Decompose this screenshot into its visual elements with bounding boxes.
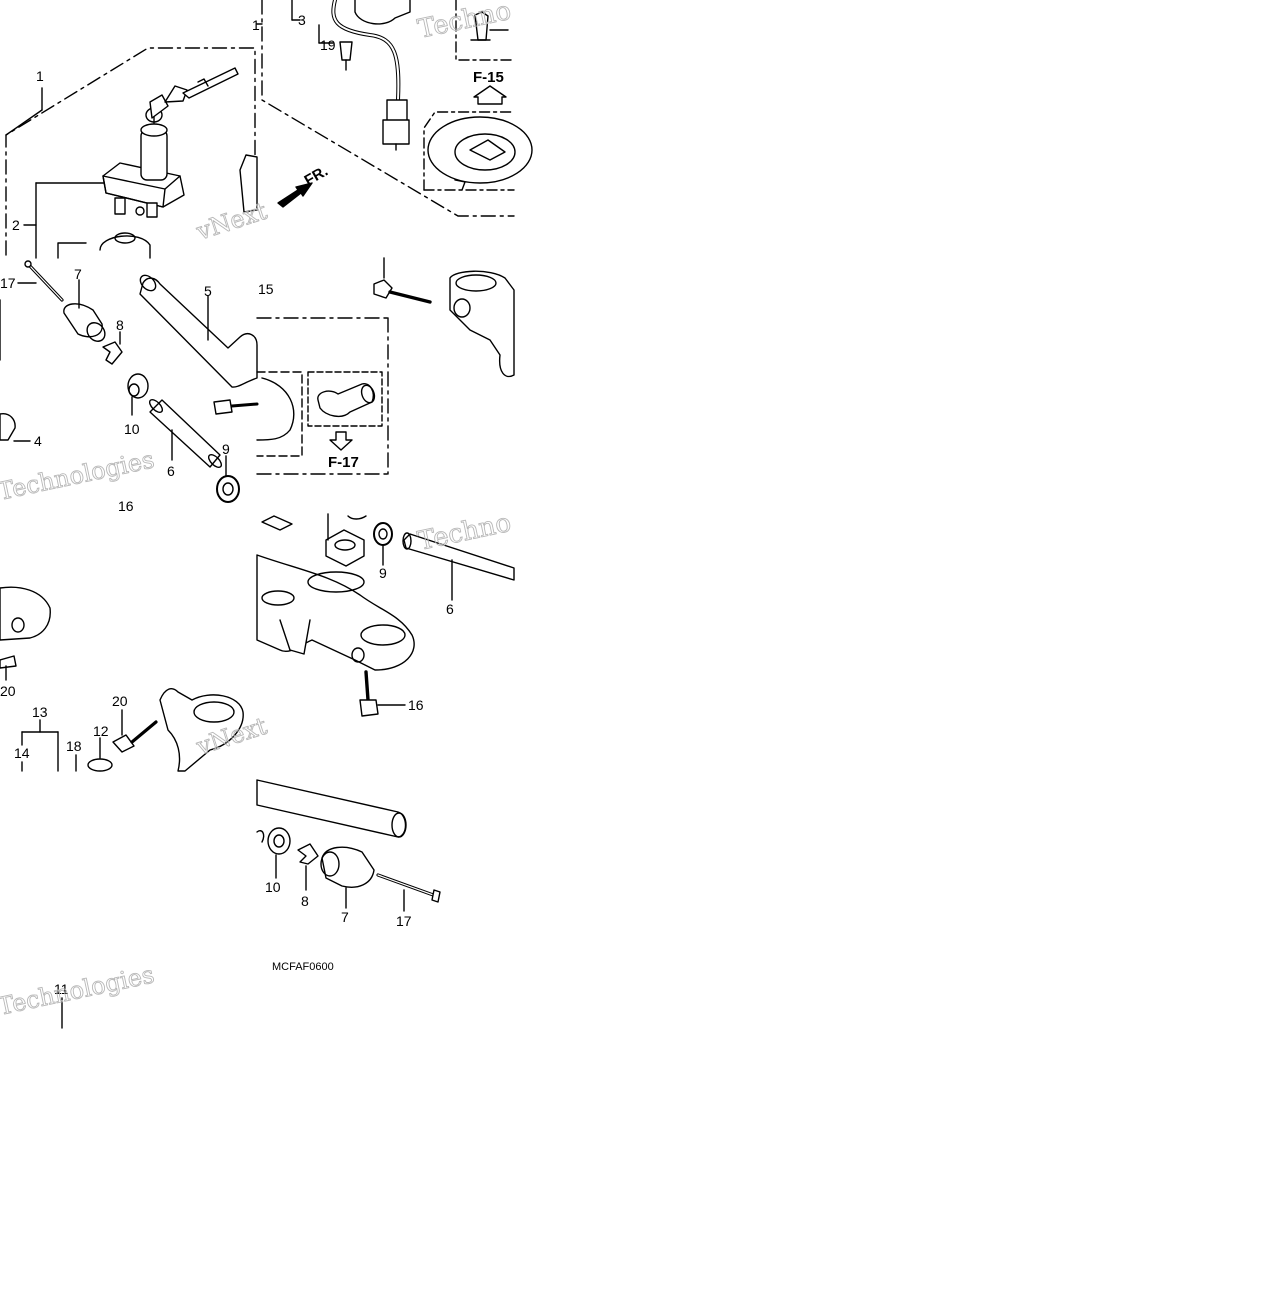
callout-4: 4 [34,433,42,449]
callout-20-right: 20 [112,693,128,709]
callout-9-upper: 9 [222,441,230,457]
callout-7-upper: 7 [74,266,82,282]
callout-3: 3 [298,12,306,28]
reference-f-17: F-17 [328,454,359,471]
tile-handlebar-clamp: 20 13 14 18 20 12 [0,586,244,772]
callout-19: 19 [320,37,336,53]
callout-5: 5 [204,283,212,299]
watermark-vnext-a: vNext [192,197,270,246]
watermark-techno-b: Techno [415,508,514,557]
tile-top-bridge-f17: 15 F-17 [256,257,515,475]
callout-6-upper: 6 [167,463,175,479]
callout-10-lower: 10 [265,879,281,895]
callout-18: 18 [66,738,82,754]
callout-9-lower: 9 [379,565,387,581]
callout-17-lower: 17 [396,913,412,929]
callout-8-lower: 8 [301,893,309,909]
callout-16-upper: 16 [118,498,134,514]
callout-20-left: 20 [0,683,16,699]
tile-lower-left: 11 [54,981,69,1029]
callout-11: 11 [54,981,69,997]
callout-15: 15 [258,281,274,297]
drawing-code: MCFAF0600 [272,961,334,973]
callout-6-lower: 6 [446,601,454,617]
callout-12: 12 [93,723,109,739]
tile-handlebar-weight-right: 10 8 7 17 MCFAF0600 [256,779,441,973]
callout-16-lower: 16 [408,697,424,713]
callout-2: 2 [12,217,20,233]
callout-17-upper: 17 [0,275,16,291]
reference-f-15: F-15 [473,69,504,86]
tile-handlebar-weight: 17 7 8 10 6 9 5 4 16 [0,260,259,514]
callout-7-lower: 7 [341,909,349,925]
watermark-technologies-a: Technologies [0,445,157,505]
callout-13: 13 [32,704,48,720]
callout-1: 1 [36,68,44,84]
watermark-techno-top: Techno [415,0,514,45]
callout-8-upper: 8 [116,317,124,333]
callout-1-ref: 1 [252,17,260,33]
watermark-technologies-b: Technologies [0,960,157,1020]
tile-ignition-switch: 1 2 [5,47,258,259]
callout-10-upper: 10 [124,421,140,437]
callout-14: 14 [14,745,30,761]
tile-seat-lock: FR. 3 19 1 F-15 [252,0,533,217]
tile-steering-bridge: 9 6 16 [256,513,515,717]
